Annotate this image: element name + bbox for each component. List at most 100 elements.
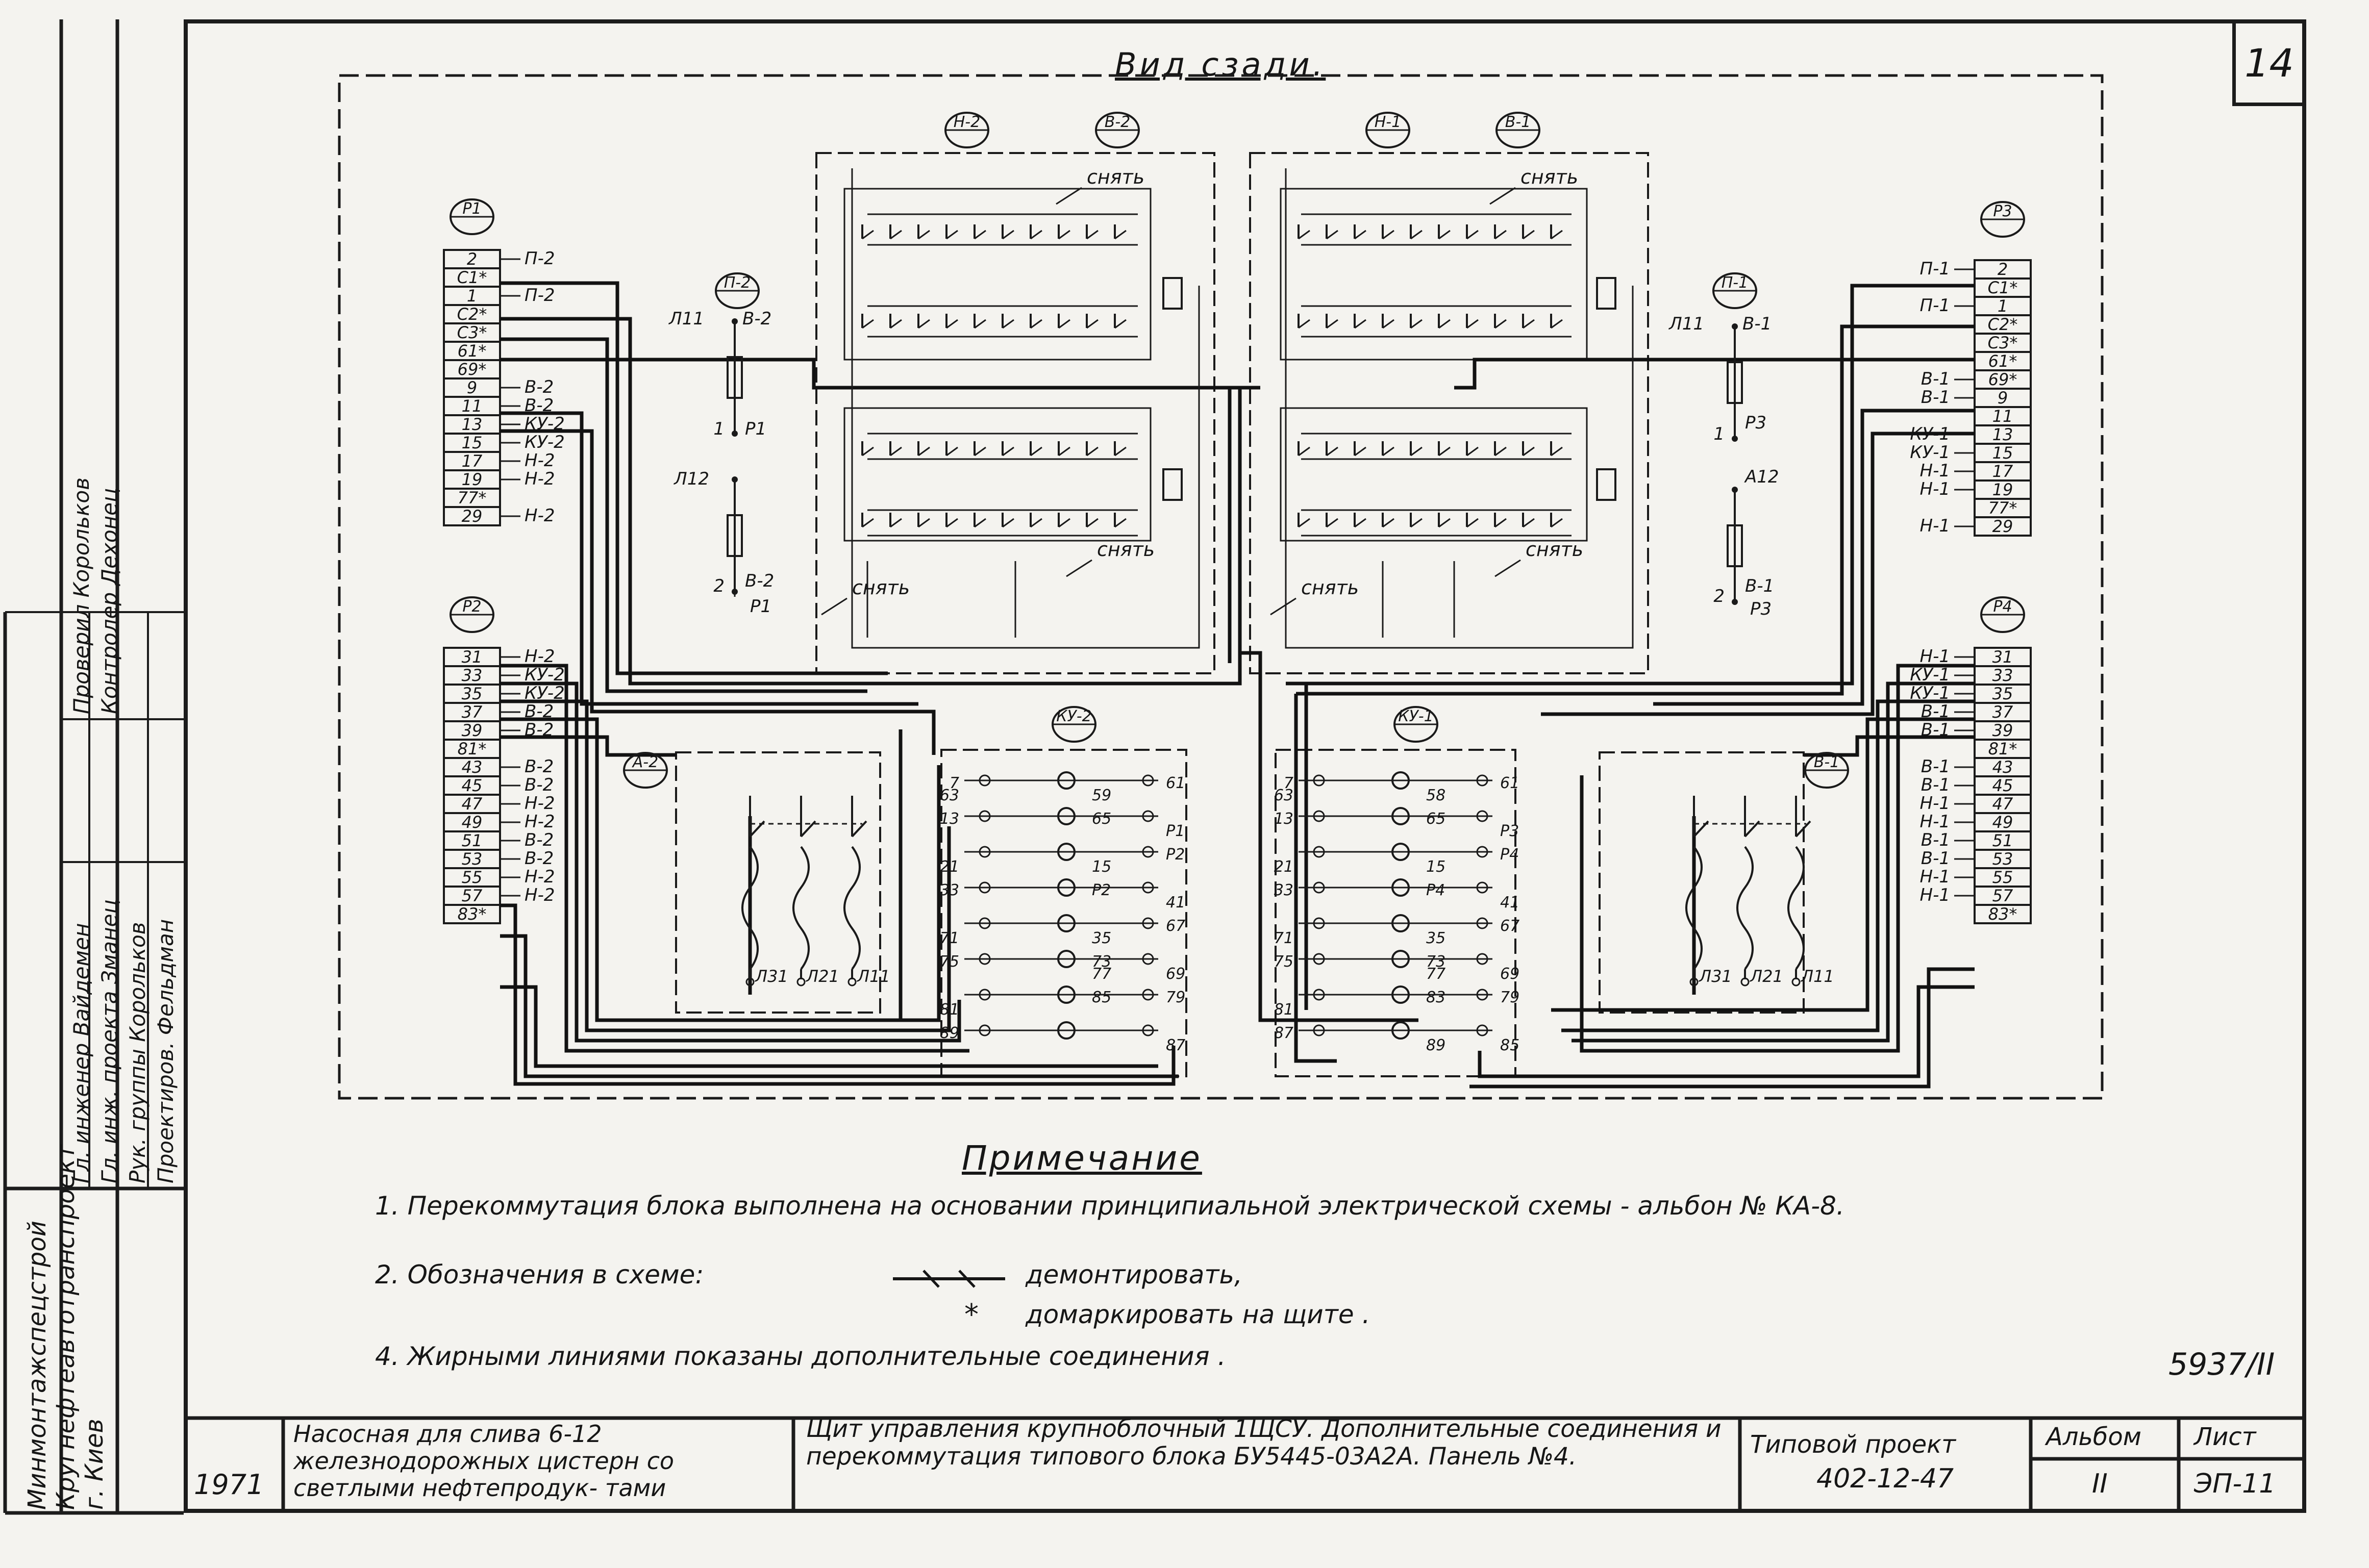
fuse-left-top-node bbox=[732, 318, 738, 324]
switch-left-node bbox=[979, 953, 991, 965]
left-bottom-terminal-term: 51 bbox=[462, 831, 483, 850]
switch-left-node bbox=[1142, 1024, 1154, 1036]
switch-right-node bbox=[1476, 774, 1488, 787]
relay-row-blade bbox=[1354, 518, 1366, 528]
switch-right-node bbox=[1476, 917, 1488, 929]
relay-row-blade bbox=[1523, 446, 1535, 457]
switch-right-term: 35 bbox=[1426, 929, 1445, 947]
relay-row-blade bbox=[1058, 319, 1070, 329]
switch-left-term: 15 bbox=[1092, 858, 1111, 876]
relay-row-blade bbox=[1002, 446, 1014, 457]
bold-wire bbox=[500, 681, 961, 1043]
relay-row-blade bbox=[1326, 518, 1338, 528]
relay-row-blade bbox=[918, 518, 930, 528]
label-v2: В-2 bbox=[1105, 113, 1131, 131]
switch-right-term: 41 bbox=[1500, 894, 1519, 912]
right-bottom-terminal-wire: Н-1 bbox=[1920, 646, 1950, 667]
relay-row-blade bbox=[1523, 518, 1535, 528]
left-bottom-terminal-wire: В-2 bbox=[525, 830, 554, 850]
motor-right-label: Л21 bbox=[1750, 967, 1783, 986]
switch-left-node bbox=[1142, 774, 1154, 787]
relay-row-blade bbox=[1086, 446, 1099, 457]
label-ku2: КУ-2 bbox=[1056, 707, 1092, 725]
bold-wire bbox=[500, 337, 867, 693]
remove-leader bbox=[1494, 559, 1521, 577]
relay-row-blade bbox=[974, 446, 986, 457]
switch-left-drum bbox=[1057, 843, 1076, 861]
stamp-title: Щит управления крупноблочный 1ЩСУ. Допол… bbox=[806, 1415, 1722, 1471]
left-bottom-terminal-term: 55 bbox=[462, 868, 483, 887]
relay-row-blade bbox=[1523, 230, 1535, 240]
motor-left-node bbox=[745, 977, 755, 987]
switch-right-term: 13 bbox=[1274, 810, 1293, 828]
switch-left-term: 73 bbox=[1092, 953, 1111, 971]
left-bottom-terminal-wire: Н-2 bbox=[525, 812, 555, 832]
fuse-left-top-in: Л11 bbox=[668, 309, 704, 329]
bold-wire bbox=[1296, 324, 1975, 696]
bold-wire bbox=[1286, 284, 1975, 686]
switch-right-term: 71 bbox=[1274, 929, 1293, 947]
switch-right-node bbox=[1313, 846, 1325, 858]
relay-row-blade bbox=[1114, 518, 1127, 528]
relay-row-blade bbox=[1354, 230, 1366, 240]
switch-blocks: 759616365Р11315Р221Р24133356771736975777… bbox=[940, 771, 1519, 1054]
switch-right-node bbox=[1476, 846, 1488, 858]
switch-left-term: 85 bbox=[1092, 989, 1111, 1006]
switch-left-node bbox=[979, 881, 991, 894]
sheet-number-box: 14 bbox=[2232, 19, 2306, 106]
right-bottom-terminal-term: 47 bbox=[1992, 794, 2013, 814]
motor-left-label: Л31 bbox=[755, 967, 788, 986]
switch-right-term: 69 bbox=[1500, 965, 1519, 983]
label-p1: Р1 bbox=[462, 200, 481, 218]
left-bottom-terminal-term: 83* bbox=[458, 904, 487, 924]
switch-right-term: 87 bbox=[1274, 1024, 1293, 1042]
bold-wire bbox=[1469, 967, 1975, 1089]
motor-right-switch bbox=[1744, 820, 1760, 838]
fuse-right-top-node bbox=[1732, 323, 1738, 330]
switch-left-node bbox=[1142, 989, 1154, 1001]
switch-left-term: 13 bbox=[940, 810, 959, 828]
right-bottom-terminal-wire: Н-1 bbox=[1920, 885, 1950, 905]
relay-row-blade bbox=[1002, 518, 1014, 528]
relay-row-blade bbox=[918, 446, 930, 457]
switch-right-node bbox=[1313, 881, 1325, 894]
switch-right-term: 58 bbox=[1426, 787, 1445, 804]
bold-wire bbox=[1561, 699, 1975, 1032]
switch-right-term: 85 bbox=[1500, 1036, 1519, 1054]
right-bottom-terminal-cell bbox=[1974, 904, 2032, 924]
motor-right-label: Л31 bbox=[1699, 967, 1732, 986]
relay-row-blade bbox=[1086, 230, 1099, 240]
motor-left-label: Л11 bbox=[857, 967, 890, 986]
switch-left-drum bbox=[1057, 1021, 1076, 1040]
fuse-right-top-p: Р3 bbox=[1745, 413, 1766, 433]
motor-right-node bbox=[1689, 977, 1699, 987]
switch-left-drum bbox=[1057, 878, 1076, 897]
relay-row-blade bbox=[946, 230, 958, 240]
relay-row-blade bbox=[1030, 230, 1042, 240]
relay-row-blade bbox=[1382, 319, 1394, 329]
left-bottom-terminal-wire: КУ-2 bbox=[525, 665, 565, 685]
relay-coil bbox=[1596, 468, 1616, 501]
fuse-left-bottom-node bbox=[732, 476, 738, 483]
switch-right-term: Р3 bbox=[1500, 822, 1519, 840]
switch-left-node bbox=[979, 989, 991, 1001]
relay-row-blade bbox=[1466, 319, 1479, 329]
relay-row-blade bbox=[1551, 230, 1563, 240]
fuse-left-top-body bbox=[727, 356, 743, 399]
relay-row-blade bbox=[1410, 230, 1423, 240]
switch-left-term: 67 bbox=[1166, 917, 1185, 935]
motor-right-label: Л11 bbox=[1801, 967, 1834, 986]
right-bottom-terminal-term: 57 bbox=[1992, 886, 2013, 905]
left-top-terminal-wire: Н-2 bbox=[525, 505, 555, 526]
stamp-sheet-number: ЭП-11 bbox=[2194, 1469, 2276, 1499]
switch-right-drum bbox=[1391, 950, 1410, 968]
right-top-terminal-wire: Н-1 bbox=[1920, 479, 1950, 499]
relay-coil bbox=[1162, 468, 1183, 501]
switch-right-term: 73 bbox=[1426, 953, 1445, 971]
right-top-terminal-term: 15 bbox=[1992, 443, 2013, 463]
left-bottom-terminal-wire: Н-2 bbox=[525, 646, 555, 667]
stamp-project-label: Типовой проект bbox=[1750, 1430, 1956, 1459]
remove-leader bbox=[1056, 187, 1082, 205]
fuse-right-top-in: Л11 bbox=[1668, 314, 1704, 334]
bold-wire bbox=[500, 411, 918, 706]
